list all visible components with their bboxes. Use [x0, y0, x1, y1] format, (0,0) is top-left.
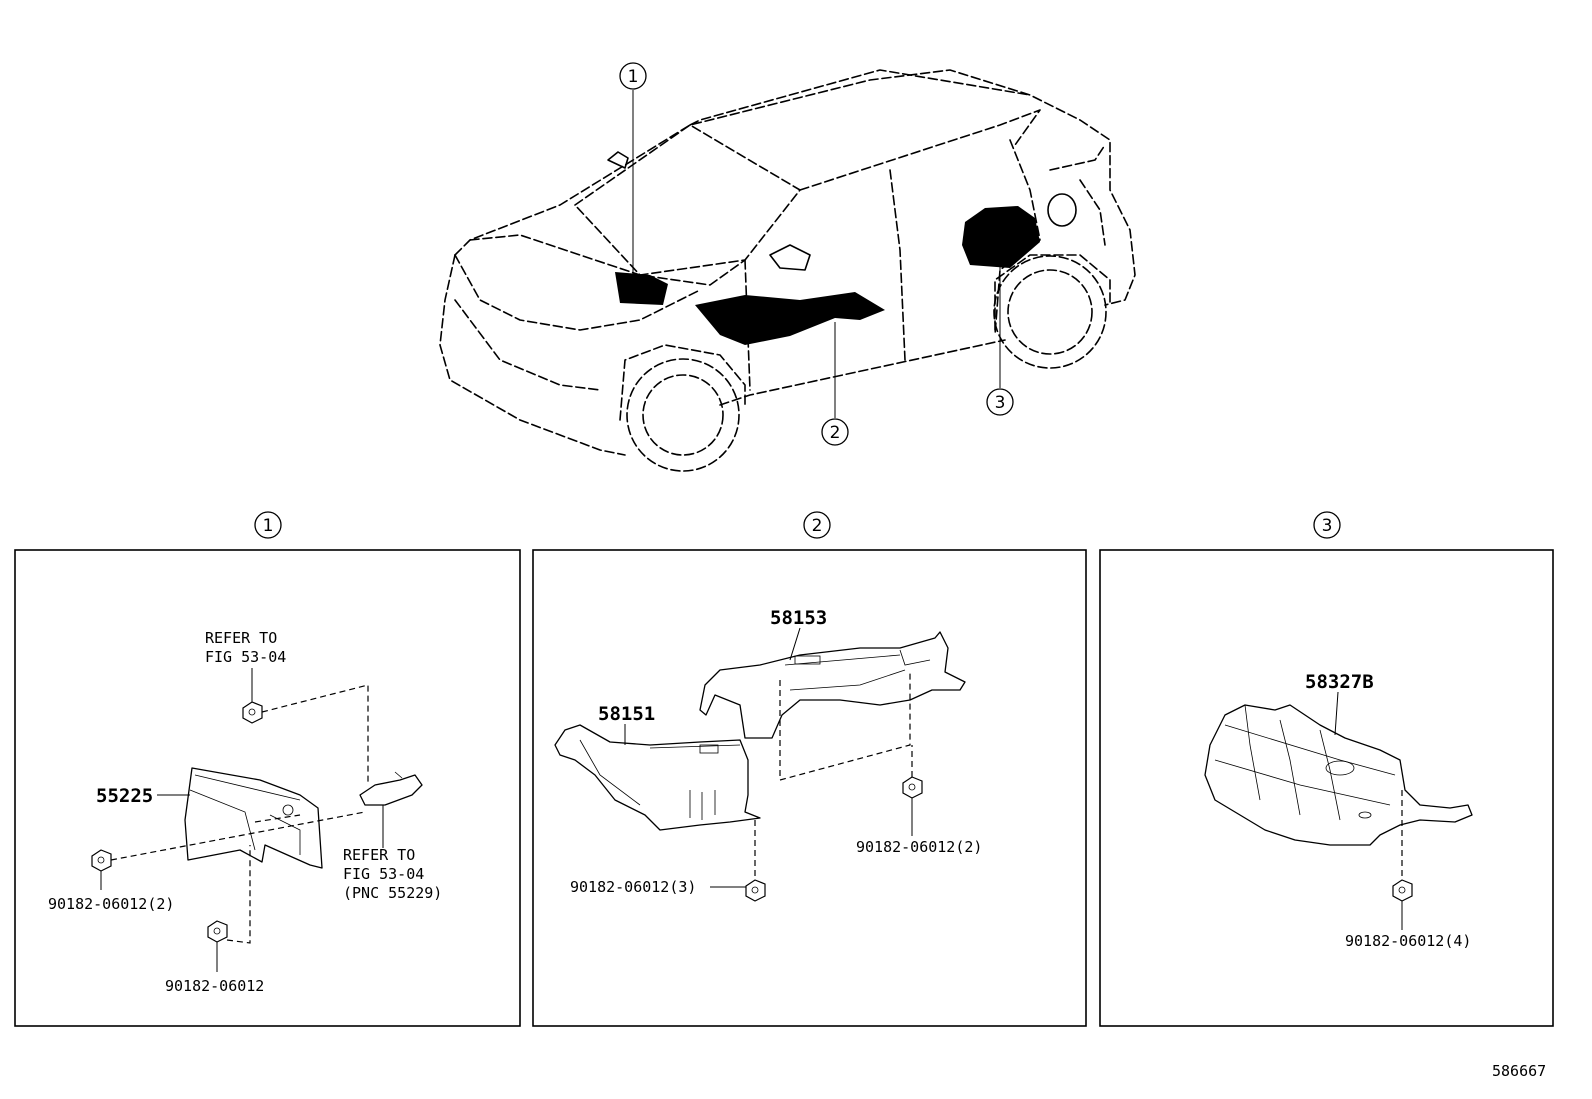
refer-top-line2: FIG 53-04 — [205, 648, 286, 666]
insulator-pad-3 — [962, 206, 1040, 268]
refer-top-line1: REFER TO — [205, 629, 277, 647]
nut-left-p2 — [745, 879, 766, 902]
nut-bottom — [207, 920, 228, 943]
label-58151: 58151 — [598, 703, 655, 725]
panel-1: REFER TO FIG 53-04 55225 REFER TO FIG 53… — [14, 549, 521, 1027]
label-bolt-bottom-p1: 90182-06012 — [165, 977, 264, 995]
callout-3-top: 3 — [986, 388, 1014, 416]
nut-top — [242, 701, 263, 724]
label-bolt-p3: 90182-06012(4) — [1345, 932, 1471, 950]
bracket-55229 — [359, 774, 423, 806]
svg-text:1: 1 — [263, 516, 274, 536]
svg-text:3: 3 — [1322, 516, 1333, 536]
label-58327B: 58327B — [1305, 671, 1374, 693]
insulator-pad-1 — [615, 272, 668, 305]
refer-bottom-line3: (PNC 55229) — [343, 884, 442, 902]
nut-right-p2 — [902, 776, 923, 799]
callout-2-panel: 2 — [803, 511, 831, 539]
figure-number: 586667 — [1492, 1062, 1546, 1080]
insulator-pad-2 — [695, 292, 885, 345]
svg-text:2: 2 — [830, 423, 841, 443]
svg-text:3: 3 — [995, 393, 1006, 413]
svg-text:1: 1 — [628, 67, 639, 87]
label-bolt-left-p1: 90182-06012(2) — [48, 895, 174, 913]
nut-p3 — [1392, 879, 1413, 902]
panel-3: 58327B 90182-06012(4) — [1099, 549, 1554, 1027]
part-58153-shape — [699, 631, 966, 739]
refer-bottom-line1: REFER TO — [343, 846, 415, 864]
callout-2-top: 2 — [821, 418, 849, 446]
vehicle-overview — [439, 69, 1136, 472]
panel-2: 58153 58151 90182-06012(2) 90182-06012(3… — [532, 549, 1087, 1027]
refer-bottom-line2: FIG 53-04 — [343, 865, 424, 883]
callout-3-panel: 3 — [1313, 511, 1341, 539]
svg-text:2: 2 — [812, 516, 823, 536]
label-55225: 55225 — [96, 785, 153, 807]
label-bolt-right-p2: 90182-06012(2) — [856, 838, 982, 856]
label-58153: 58153 — [770, 607, 827, 629]
callout-1-top: 1 — [619, 62, 647, 90]
part-58151-shape — [554, 724, 761, 831]
label-bolt-left-p2: 90182-06012(3) — [570, 878, 696, 896]
callout-1-panel: 1 — [254, 511, 282, 539]
nut-left — [91, 849, 112, 872]
part-55225-shape — [184, 767, 323, 869]
